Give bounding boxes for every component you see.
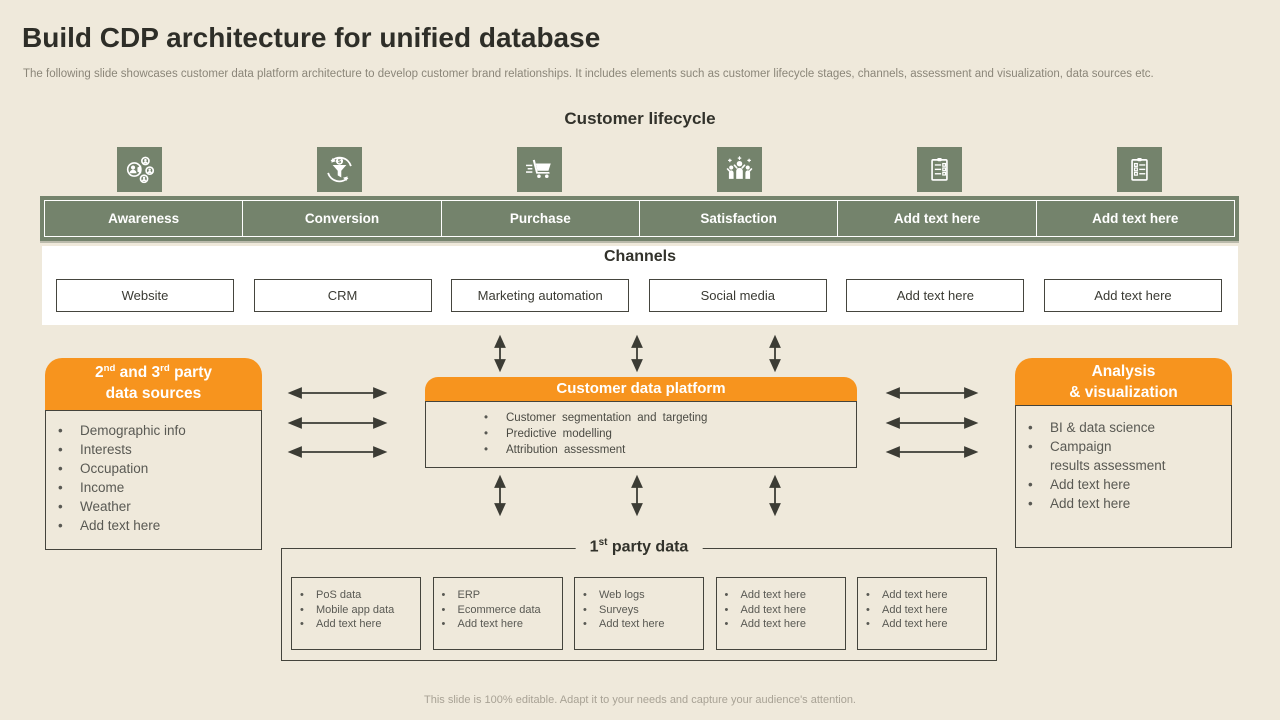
analysis-title: Analysis & visualization [1015, 358, 1232, 405]
list-item: Interests [58, 440, 257, 459]
first-party-group-pos[interactable]: PoS data Mobile app data Add text here [291, 577, 421, 650]
customer-lifecycle-heading: Customer lifecycle [564, 109, 716, 128]
channels-strip: Channels Website CRM Marketing automatio… [42, 246, 1238, 325]
stage-purchase[interactable]: Purchase [440, 201, 639, 236]
list-item: Mobile app data [300, 603, 418, 618]
left-flow-arrow [287, 446, 388, 458]
list-item: ERP [442, 588, 560, 603]
stage-awareness[interactable]: Awareness [108, 211, 180, 226]
survey-clipboard-icon [917, 147, 962, 192]
svg-text:$: $ [338, 159, 342, 165]
list-item: Add text here [442, 617, 560, 632]
data-sources-box[interactable]: 2nd and 3rd party data sources Demograph… [45, 358, 262, 550]
list-item: Add text here [866, 617, 984, 632]
purchase-cart-icon [517, 147, 562, 192]
data-sources-title: 2nd and 3rd party data sources [45, 358, 262, 410]
editable-note: This slide is 100% editable. Adapt it to… [424, 694, 856, 706]
channel-placeholder-2[interactable]: Add text here [1043, 279, 1222, 312]
list-item: Customer segmentation and targeting [484, 410, 852, 426]
channel-placeholder-1[interactable]: Add text here [846, 279, 1025, 312]
channel-cdp-arrow [769, 334, 781, 373]
cdp-firstparty-arrow [769, 474, 781, 517]
channels-heading: Channels [603, 248, 676, 265]
list-item: Web logs [583, 588, 701, 603]
cdp-firstparty-arrow [494, 474, 506, 517]
stage-placeholder-1[interactable]: Add text here [837, 201, 1035, 236]
channels-row: Website CRM Marketing automation Social … [56, 279, 1222, 312]
stage-satisfaction[interactable]: Satisfaction [638, 201, 837, 236]
stage-placeholder-2[interactable]: Add text here [1035, 201, 1234, 236]
right-flow-arrow [885, 417, 979, 429]
list-item[interactable]: Add text here [58, 516, 257, 535]
list-item: Predictive modelling [484, 426, 852, 442]
list-item: Add text here [725, 588, 843, 603]
page-subtitle: The following slide showcases customer d… [23, 68, 1154, 80]
analysis-visualization-box[interactable]: Analysis & visualization BI & data scien… [1015, 358, 1232, 548]
channel-social-media[interactable]: Social media [648, 279, 827, 312]
first-party-group-weblogs[interactable]: Web logs Surveys Add text here [574, 577, 704, 650]
lifecycle-stage-bar: Awareness Conversion Purchase Satisfacti… [40, 196, 1239, 241]
list-item: BI & data science [1028, 418, 1227, 437]
channel-crm[interactable]: CRM [253, 279, 432, 312]
first-party-group-placeholder-1[interactable]: Add text here Add text here Add text her… [715, 577, 846, 650]
first-party-group-erp[interactable]: ERP Ecommerce data Add text here [432, 577, 563, 650]
list-item: Add text here [725, 617, 843, 632]
customer-data-platform-box[interactable]: Customer data platform Customer segmenta… [425, 377, 857, 468]
list-item[interactable]: Add text here [1028, 494, 1227, 513]
list-item: Weather [58, 497, 257, 516]
first-party-data-heading: 1st party data [575, 537, 703, 557]
channel-marketing-automation[interactable]: Marketing automation [451, 279, 630, 312]
left-flow-arrow [287, 417, 388, 429]
page-title: Build CDP architecture for unified datab… [22, 22, 601, 53]
list-item: Demographic info [58, 421, 257, 440]
cdp-firstparty-arrow [631, 474, 643, 517]
list-item: Add text here [866, 603, 984, 618]
left-flow-arrow [287, 387, 388, 399]
right-flow-arrow [885, 387, 979, 399]
awareness-audience-icon [117, 147, 162, 192]
list-item: Add text here [725, 603, 843, 618]
list-item: PoS data [300, 588, 418, 603]
list-item: Surveys [583, 603, 701, 618]
channel-cdp-arrow [494, 334, 506, 373]
stage-conversion[interactable]: Conversion [242, 201, 440, 236]
list-item: Add text here [583, 617, 701, 632]
cdp-title: Customer data platform [425, 377, 857, 401]
conversion-funnel-icon: $ [317, 147, 362, 192]
first-party-group-placeholder-2[interactable]: Add text here Add text here Add text her… [857, 577, 987, 650]
channel-cdp-arrow [631, 334, 643, 373]
first-party-data-section: 1st party data PoS data Mobile app data … [281, 537, 997, 661]
list-item: Attribution assessment [484, 442, 852, 458]
list-item: Add text here [300, 617, 418, 632]
list-item: Income [58, 478, 257, 497]
list-item: Add text here [866, 588, 984, 603]
channel-website[interactable]: Website [56, 279, 234, 312]
right-flow-arrow [885, 446, 979, 458]
list-item: Ecommerce data [442, 603, 560, 618]
satisfaction-people-icon [717, 147, 762, 192]
list-item: Occupation [58, 459, 257, 478]
checklist-clipboard-icon [1117, 147, 1162, 192]
list-item[interactable]: Add text here [1028, 475, 1227, 494]
list-item: Campaign results assessment [1028, 437, 1227, 475]
